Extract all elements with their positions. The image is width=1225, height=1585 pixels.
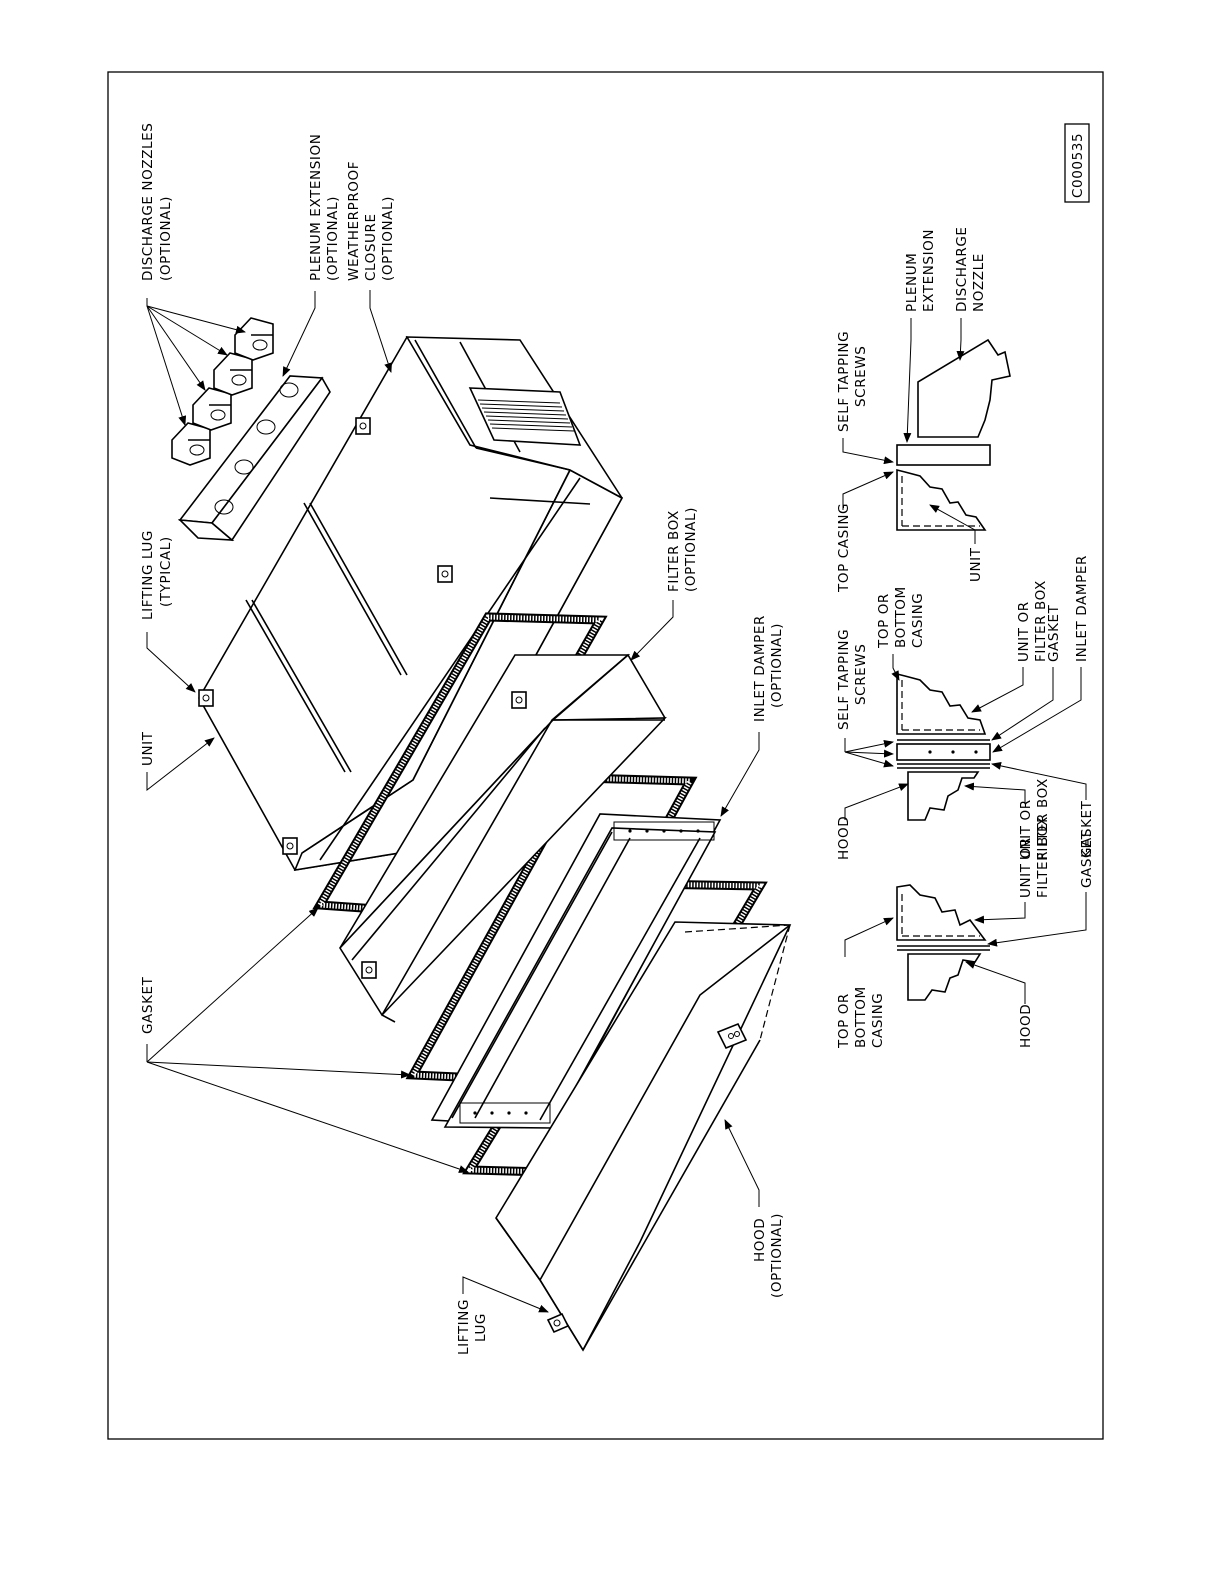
callout-text-labels-weatherproof-closure-1: CLOSURE bbox=[363, 213, 379, 281]
damper-screws bbox=[473, 829, 700, 1115]
callout-text-labels-inlet-damper-0: INLET DAMPER bbox=[752, 615, 768, 722]
callout-text-details-middle-top-or-bottom-casing-0: TOP OR bbox=[876, 593, 892, 649]
callout-text-details-left-unit-or-filter-box-0: UNIT OR bbox=[1018, 837, 1034, 898]
label-unit: UNIT bbox=[140, 731, 215, 792]
callout-text-details-middle-top-or-bottom-casing-1: BOTTOM bbox=[893, 586, 909, 648]
label-inlet-damper: INLET DAMPER (OPTIONAL) bbox=[720, 615, 785, 817]
callout-text-details-middle-self-tapping-screws-0: SELF TAPPING bbox=[836, 629, 852, 730]
callout-text-labels-plenum-extension-0: PLENUM EXTENSION bbox=[308, 134, 324, 281]
callout-text-details-middle-unit-or-filter-box-1: FILTER BOX bbox=[1033, 580, 1049, 662]
callout-text-details-right-discharge-nozzle-1: NOZZLE bbox=[971, 253, 987, 312]
callout-text-details-right-self-tapping-screws-0: SELF TAPPING bbox=[836, 331, 852, 432]
callout-text-labels-filter-box-0: FILTER BOX bbox=[666, 510, 682, 592]
callout-text-labels-filter-box-1: (OPTIONAL) bbox=[683, 507, 699, 592]
nozzle-1 bbox=[171, 422, 211, 466]
nozzle-4 bbox=[234, 317, 274, 361]
callout-text-details-middle-unit-or-filter-box-2-0: UNIT OR bbox=[1018, 799, 1034, 860]
callout-text-details-middle-gasket-0: GASKET bbox=[1046, 604, 1062, 662]
label-lifting-lug: LIFTING LUG bbox=[456, 1276, 549, 1355]
lifting-lug-2 bbox=[355, 417, 371, 435]
callout-text-labels-hood-1: (OPTIONAL) bbox=[769, 1213, 785, 1298]
label-discharge-nozzles: DISCHARGE NOZZLES (OPTIONAL) bbox=[140, 123, 246, 426]
callout-text-labels-inlet-damper-1: (OPTIONAL) bbox=[769, 623, 785, 708]
callout-text-labels-gasket-0: GASKET bbox=[140, 976, 156, 1034]
lifting-lug-4 bbox=[282, 837, 298, 855]
callout-text-labels-weatherproof-closure-2: (OPTIONAL) bbox=[380, 196, 396, 281]
callout-text-labels-lifting-lug-typical-1: (TYPICAL) bbox=[158, 536, 174, 607]
lifting-lug-1 bbox=[198, 689, 214, 707]
lifting-lug-3 bbox=[437, 565, 453, 583]
unit-body bbox=[198, 335, 624, 872]
label-filter-box: FILTER BOX (OPTIONAL) bbox=[630, 507, 699, 661]
discharge-nozzles bbox=[171, 317, 274, 466]
filter-box-lug-1 bbox=[511, 691, 527, 709]
callout-text-labels-lifting-lug-typical-0: LIFTING LUG bbox=[140, 530, 156, 620]
nozzle-3 bbox=[213, 352, 253, 396]
callout-text-labels-discharge-nozzles-0: DISCHARGE NOZZLES bbox=[140, 123, 156, 281]
callout-text-labels-lifting-lug-1: LUG bbox=[473, 1313, 489, 1342]
callout-text-details-left-top-or-bottom-casing-2: CASING bbox=[870, 993, 886, 1048]
callout-text-labels-plenum-extension-1: (OPTIONAL) bbox=[325, 196, 341, 281]
callout-text-details-middle-gasket-2-0: GASKET bbox=[1079, 800, 1095, 858]
detail-inlet-damper-joint: SELF TAPPING SCREWS TOP OR BOTTOM CASING… bbox=[836, 555, 1095, 860]
filter-box bbox=[338, 653, 667, 1023]
callout-text-labels-discharge-nozzles-1: (OPTIONAL) bbox=[158, 196, 174, 281]
hood-lug-2 bbox=[716, 1022, 748, 1050]
nozzle-2 bbox=[192, 387, 232, 431]
callout-text-labels-lifting-lug-0: LIFTING bbox=[456, 1299, 472, 1355]
callout-text-details-middle-inlet-damper-0: INLET DAMPER bbox=[1074, 555, 1090, 662]
label-plenum-extension: PLENUM EXTENSION (OPTIONAL) bbox=[282, 134, 341, 377]
detail-discharge-nozzle-joint: TOP CASING SELF TAPPING SCREWS PLENUM EX… bbox=[836, 226, 1011, 593]
callout-text-details-right-self-tapping-screws-1: SCREWS bbox=[853, 346, 869, 407]
callout-text-details-right-top-casing-0: TOP CASING bbox=[836, 503, 852, 593]
callout-text-details-middle-top-or-bottom-casing-2: CASING bbox=[910, 593, 926, 648]
callout-text-labels-unit-0: UNIT bbox=[140, 731, 156, 766]
callout-text-details-right-discharge-nozzle-0: DISCHARGE bbox=[954, 226, 970, 312]
filter-box-lug-2 bbox=[361, 961, 377, 979]
detail-hood-joint: TOP OR BOTTOM CASING HOOD UNIT OR FILTER… bbox=[836, 816, 1095, 1049]
callout-text-details-left-top-or-bottom-casing-1: BOTTOM bbox=[853, 986, 869, 1048]
callout-text-details-middle-self-tapping-screws-1: SCREWS bbox=[853, 644, 869, 705]
callout-text-details-left-unit-or-filter-box-1: FILTER BOX bbox=[1035, 816, 1051, 898]
callout-text-details-right-plenum-extension-0: PLENUM bbox=[904, 253, 920, 312]
callout-text-details-left-top-or-bottom-casing-0: TOP OR bbox=[836, 993, 852, 1049]
callout-text-details-middle-hood-0: HOOD bbox=[836, 816, 852, 860]
inlet-damper bbox=[430, 813, 722, 1129]
callout-text-details-right-plenum-extension-1: EXTENSION bbox=[921, 229, 937, 312]
callout-text-labels-weatherproof-closure-0: WEATHERPROOF bbox=[346, 161, 362, 281]
hood-lug-1 bbox=[546, 1312, 570, 1334]
callout-text-details-middle-unit-or-filter-box-0: UNIT OR bbox=[1016, 601, 1032, 662]
drawing-border bbox=[107, 71, 1104, 1440]
label-lifting-lug-typical: LIFTING LUG (TYPICAL) bbox=[140, 530, 196, 693]
drawing-id: C000535 bbox=[1070, 133, 1086, 198]
callout-text-details-left-hood-0: HOOD bbox=[1018, 1004, 1034, 1048]
label-gasket: GASKET bbox=[140, 907, 469, 1173]
drawing-id-box: C000535 bbox=[1064, 123, 1090, 203]
label-hood: HOOD (OPTIONAL) bbox=[724, 1119, 785, 1298]
callout-text-labels-hood-0: HOOD bbox=[752, 1218, 768, 1262]
callout-text-details-middle-unit-or-filter-box-2-1: FILTER BOX bbox=[1035, 778, 1051, 860]
callout-text-details-right-unit-0: UNIT bbox=[968, 547, 984, 582]
callout-text-details-left-gasket-0: GASKET bbox=[1079, 830, 1095, 888]
hood bbox=[495, 921, 792, 1352]
label-weatherproof-closure: WEATHERPROOF CLOSURE (OPTIONAL) bbox=[346, 161, 396, 373]
louver-grille bbox=[477, 399, 575, 432]
plenum-extension bbox=[177, 375, 331, 542]
